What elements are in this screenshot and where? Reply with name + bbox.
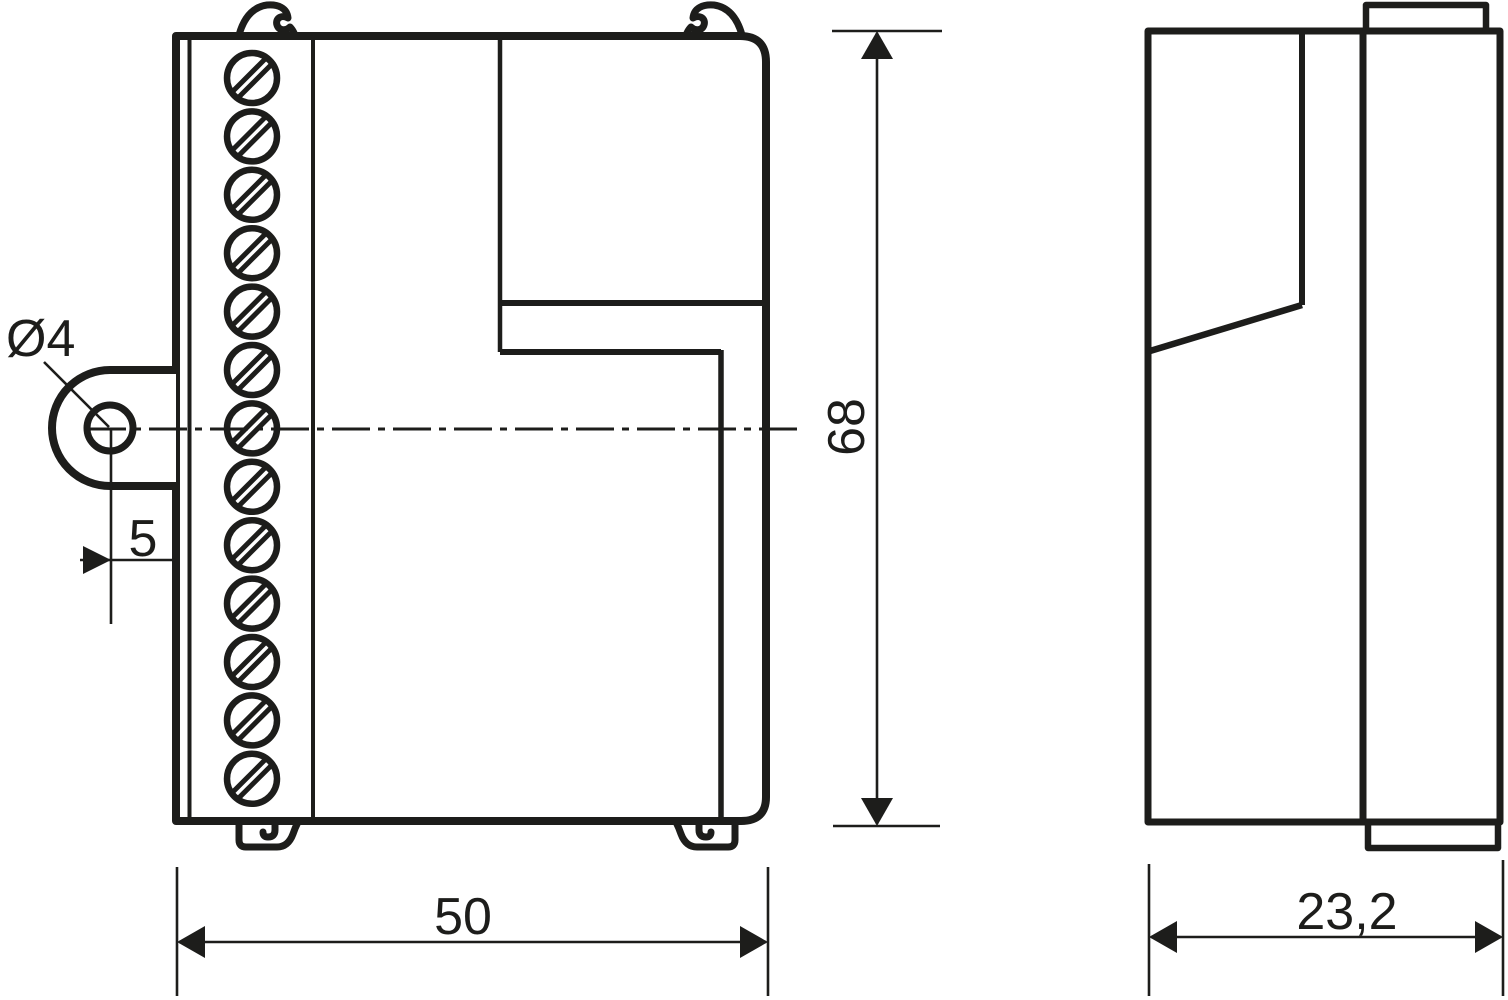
terminal-screw: [223, 283, 281, 340]
screw-slot-line: [237, 238, 273, 274]
screw-slot-line: [231, 174, 267, 210]
screw-slot-line: [237, 706, 273, 741]
terminal-screw: [223, 458, 281, 516]
screw-slot-line: [231, 700, 267, 735]
top-left-clip: [235, 1, 299, 39]
dimension-offset-label: 5: [129, 510, 158, 568]
screw-slot-line: [237, 297, 273, 332]
arrowhead-down: [861, 798, 893, 826]
side-view: [1144, 1, 1504, 852]
screw-slot-line: [231, 524, 267, 560]
arrowhead-right: [1475, 921, 1503, 953]
leader-line: [43, 361, 110, 428]
terminal-screw: [223, 750, 281, 808]
terminal-screw: [223, 516, 281, 574]
bottom-right-clip: [672, 818, 739, 851]
screw-slot-line: [237, 122, 273, 157]
terminal-screw: [223, 166, 281, 224]
arrowhead-right: [740, 926, 768, 958]
arrowhead-left: [1149, 921, 1177, 953]
side-chamfer-line: [1149, 301, 1303, 355]
screw-slot-line: [237, 180, 273, 216]
clip-shape: [235, 1, 299, 39]
arrowhead-left: [177, 926, 205, 958]
terminal-screw: [223, 341, 281, 399]
dimension-hole-offset: 5: [80, 430, 175, 624]
terminal-screw: [223, 633, 281, 691]
dimension-depth: 23,2: [1147, 860, 1505, 996]
dimension-height-label: 68: [818, 398, 876, 456]
screw-slot-line: [237, 647, 273, 683]
clip-tongue: [259, 818, 279, 841]
screw-slot-line: [237, 355, 273, 391]
terminal-screws: [223, 49, 281, 808]
screw-slot-line: [237, 764, 273, 800]
bottom-rail-clip-block: [1364, 822, 1502, 852]
top-rail-clip-block: [1362, 1, 1490, 31]
dimension-width: 50: [175, 867, 770, 996]
terminal-screw: [223, 108, 281, 165]
screw-slot-line: [231, 408, 267, 443]
terminal-screw: [223, 575, 281, 632]
screw-slot-line: [231, 232, 267, 268]
screw-slot-line: [231, 583, 267, 618]
terminal-screw: [223, 692, 281, 749]
screw-slot-line: [231, 466, 267, 502]
screw-slot-line: [237, 414, 273, 449]
screw-slot-line: [237, 589, 273, 624]
dimension-height: 68: [818, 29, 942, 828]
screw-slot-line: [231, 758, 267, 794]
dimension-width-label: 50: [434, 888, 492, 946]
arrowhead-right: [83, 546, 111, 574]
screw-slot-line: [237, 530, 273, 566]
screw-slot-line: [231, 349, 267, 385]
screw-slot-line: [231, 291, 267, 326]
top-right-clip: [682, 1, 746, 39]
screw-slot-line: [231, 641, 267, 677]
screw-slot-line: [231, 116, 267, 151]
dimension-hole-diameter: Ø4: [6, 310, 110, 428]
clip-tongue: [695, 818, 715, 841]
hole-diameter-label: Ø4: [6, 310, 75, 368]
screw-slot-line: [237, 472, 273, 508]
clip-shape: [672, 818, 739, 851]
terminal-screw: [223, 224, 281, 282]
dimension-depth-label: 23,2: [1296, 883, 1397, 941]
screw-slot-line: [237, 63, 273, 99]
clip-shape: [682, 1, 746, 39]
clip-shape: [235, 818, 302, 851]
bottom-left-clip: [235, 818, 302, 851]
screw-slot-line: [231, 57, 267, 93]
front-view: [48, 1, 800, 851]
side-outline: [1144, 27, 1504, 826]
terminal-screw: [223, 49, 281, 107]
arrowhead-up: [861, 31, 893, 59]
